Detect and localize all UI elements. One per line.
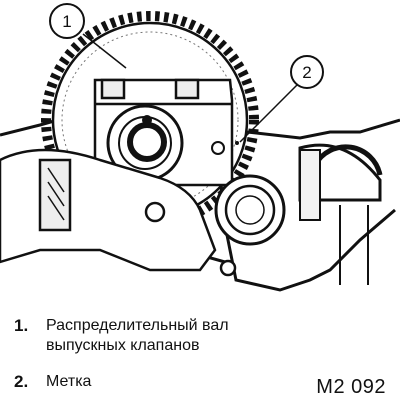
legend-number-1: 1. <box>14 316 29 335</box>
legend-text-1: Распределительный вал выпускных клапанов <box>46 316 229 356</box>
timing-mark <box>211 141 239 155</box>
right-journal <box>298 143 383 285</box>
figure-code: M2 092 <box>316 376 386 398</box>
callout-2-circle <box>290 55 324 89</box>
engine-diagram: 1 2 <box>0 3 400 292</box>
legend-item-1: 1. Распределительный вал выпускных клапано… <box>14 316 229 356</box>
legend-item-2: 2. Метка <box>14 372 91 393</box>
exhaust-camshaft <box>106 104 184 182</box>
callout-1-number: 1 <box>62 12 71 31</box>
legend-text-1-line1: Распределительный вал <box>46 317 229 334</box>
callout-1-leader <box>82 33 127 69</box>
tensioner-pulley <box>214 174 286 246</box>
callout-2-leader <box>239 83 299 143</box>
legend-text-2: Метка <box>46 373 92 390</box>
callout-2-number: 2 <box>302 63 311 82</box>
callout-2: 2 <box>239 55 324 143</box>
callout-1: 1 <box>49 3 127 69</box>
callout-1-circle <box>49 3 85 39</box>
chain-guide <box>0 148 237 277</box>
legend-number-2: 2. <box>14 372 29 391</box>
legend-text-1-line2: выпускных клапанов <box>46 337 200 354</box>
